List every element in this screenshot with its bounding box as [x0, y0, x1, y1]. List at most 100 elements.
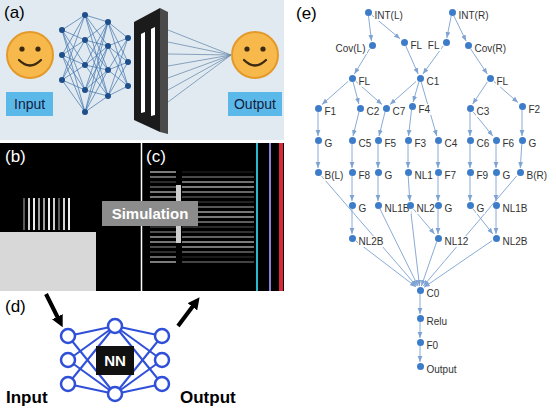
graph-node: NL2B [349, 235, 356, 242]
net-node [82, 109, 88, 115]
net-link [108, 86, 128, 96]
node-label: NL2B [358, 236, 385, 247]
wave [150, 226, 176, 228]
panel-label: (b) [5, 147, 26, 167]
graph-node: NL1B [493, 202, 500, 209]
box-text: Output [234, 95, 276, 113]
graph-node: Cov(L) [369, 42, 376, 49]
graph-node: B(L) [315, 169, 322, 176]
stripe [38, 198, 40, 230]
fringe [182, 191, 254, 193]
net-node [105, 93, 111, 99]
ray [168, 42, 231, 55]
graph-node: FL [349, 75, 356, 82]
graph-edge [353, 112, 359, 136]
net-link [85, 15, 108, 46]
graph-edge [352, 176, 353, 201]
double-slit [134, 8, 168, 134]
graph-node: C2 [357, 105, 364, 112]
simulation-ground [0, 143, 284, 291]
net-link [62, 55, 85, 112]
node-label: F7 [444, 170, 458, 181]
ray [168, 54, 231, 55]
node-label: FL [427, 40, 441, 51]
node-label: C4 [444, 138, 459, 149]
wave [150, 176, 176, 178]
node-label: C0 [426, 288, 441, 299]
net-node [59, 52, 65, 58]
graph-node: FL [487, 75, 494, 82]
graph-edge [318, 144, 319, 168]
io-box: Output [228, 92, 282, 116]
graph-node: Cov(R) [465, 42, 472, 49]
graph-node: C1 [417, 75, 424, 82]
monitor-line [256, 143, 258, 291]
graph-edge [420, 346, 421, 362]
graph-node: G [519, 137, 526, 144]
node-label: F0 [426, 340, 440, 351]
graph-node: G [435, 202, 442, 209]
node-label: F3 [414, 138, 428, 149]
detector-line [279, 143, 283, 291]
graph-node: Output [417, 363, 424, 370]
stripe [53, 198, 55, 230]
nn-neuron [61, 377, 75, 391]
graph-edge [352, 144, 353, 168]
node-label: C7 [392, 106, 407, 117]
graph-edge [408, 176, 410, 201]
box-text: Input [14, 95, 45, 113]
fringe [182, 181, 254, 183]
net-link [85, 15, 108, 22]
wave [150, 191, 176, 193]
node-label: FL [496, 76, 510, 87]
node-label: C6 [476, 138, 491, 149]
node-label: B(R) [526, 170, 549, 181]
node-label: C3 [476, 106, 491, 117]
graph-edge [409, 110, 412, 136]
ray [168, 55, 231, 90]
graph-node: B(R) [517, 169, 524, 176]
graph-node: NL12 [435, 235, 442, 242]
stripe [33, 198, 35, 230]
stripe [28, 198, 30, 230]
graph-edge [369, 16, 372, 41]
source-stripes [24, 198, 69, 230]
net-link [62, 65, 85, 80]
net-link [62, 15, 85, 30]
graph-node: C5 [349, 137, 356, 144]
graph-edge [390, 82, 416, 105]
box-text: NN [104, 351, 126, 370]
ray [168, 55, 231, 78]
net-node [82, 12, 88, 18]
node-label: FL [358, 76, 372, 87]
net-link [108, 38, 128, 96]
graph-node: G [375, 169, 382, 176]
fringe [182, 176, 254, 178]
panel-label: (e) [296, 4, 317, 24]
fringe [182, 231, 254, 233]
graph-node: F1 [315, 105, 322, 112]
fringe [182, 241, 254, 243]
io-label: Output [180, 388, 236, 408]
graph-edge [522, 110, 523, 136]
ray [168, 30, 231, 55]
node-label: G [502, 170, 512, 181]
graph-edge [473, 82, 488, 104]
net-node [82, 37, 88, 43]
graph-edge [352, 209, 353, 234]
graph-node: C0 [417, 287, 424, 294]
wave [150, 196, 176, 198]
wave [150, 251, 176, 253]
graph-edge [470, 144, 471, 168]
net-link [85, 15, 108, 70]
net-node [59, 77, 65, 83]
net-link [85, 22, 108, 112]
nn-icon [61, 319, 169, 401]
caption-box: Simulation [102, 201, 199, 226]
graph-edge [496, 209, 497, 234]
light-rays [168, 30, 231, 102]
node-label: Cov(R) [474, 43, 508, 54]
wave [150, 246, 176, 248]
net-node [82, 62, 88, 68]
nn-neuron [61, 353, 75, 367]
